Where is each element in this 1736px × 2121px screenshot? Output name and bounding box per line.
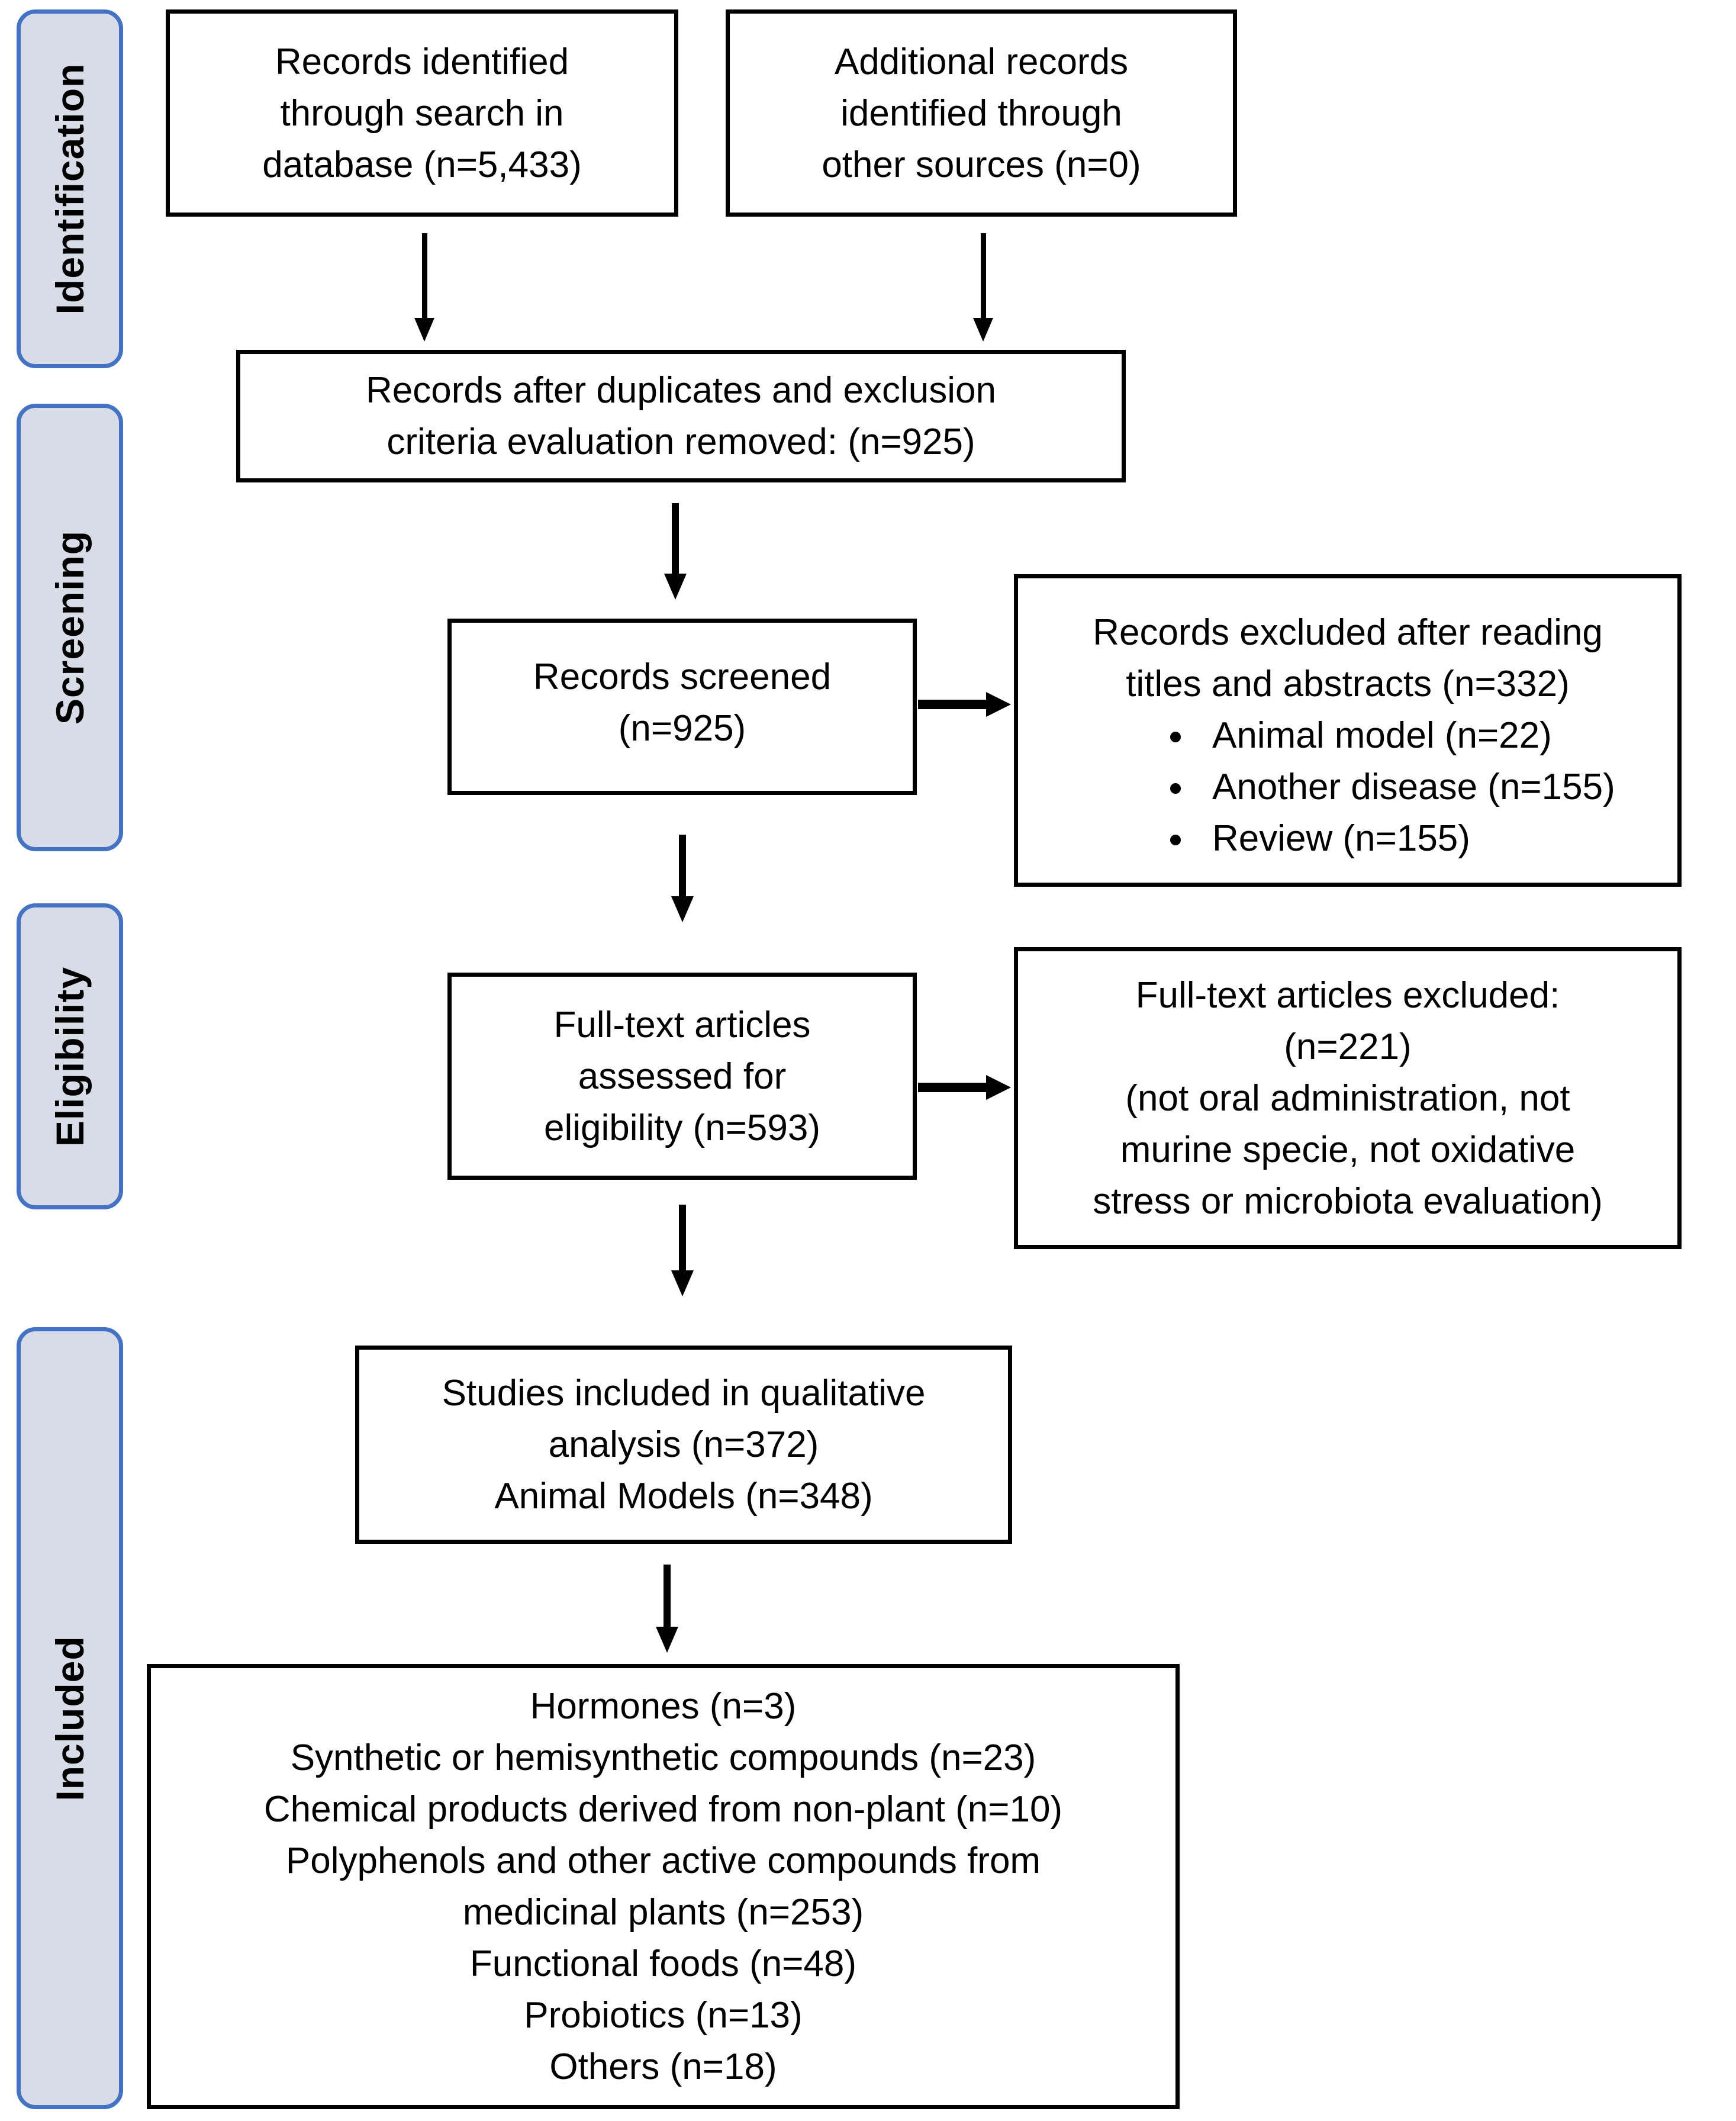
box-records-screened-text: Records screened (n=925) (533, 656, 832, 749)
stage-identification: Identification (17, 9, 123, 368)
stage-included-label: Included (48, 1635, 92, 1801)
box-records-screened: Records screened (n=925) (447, 619, 917, 795)
arrow-shaft (980, 233, 986, 318)
down-arrow-additional-to-duplicates (973, 233, 993, 342)
right-arrow-screened-to-excluded (918, 692, 1011, 717)
right-arrow-fulltext-to-excluded (918, 1075, 1011, 1100)
stage-eligibility-label: Eligibility (48, 966, 92, 1147)
box-qualitative-included: Studies included in qualitative analysis… (355, 1346, 1012, 1544)
arrow-head (671, 896, 694, 922)
arrow-shaft (918, 1083, 986, 1092)
excluded-reason-another-disease: Another disease (n=155) (1196, 761, 1654, 813)
down-arrow-duplicates-to-screened (664, 503, 687, 600)
box-after-duplicates-text: Records after duplicates and exclusion c… (366, 370, 996, 462)
stage-eligibility: Eligibility (17, 903, 123, 1209)
box-fulltext-assessed-text: Full-text articles assessed for eligibil… (544, 1004, 820, 1148)
arrow-head (986, 1075, 1011, 1100)
arrow-head (664, 574, 687, 600)
box-included-categories-text: Hormones (n=3) Synthetic or hemisyntheti… (263, 1686, 1063, 2087)
box-records-identified-text: Records identified through search in dat… (262, 41, 582, 185)
stage-screening: Screening (17, 404, 123, 851)
down-arrow-fulltext-to-qualitative (671, 1205, 694, 1296)
arrow-shaft (679, 1205, 686, 1270)
stage-screening-label: Screening (48, 530, 92, 725)
arrow-shaft (672, 503, 679, 574)
excluded-reason-review: Review (n=155) (1196, 813, 1654, 864)
box-additional-records-text: Additional records identified through ot… (822, 41, 1141, 185)
stage-identification-label: Identification (48, 63, 92, 315)
box-fulltext-excluded-text: Full-text articles excluded: (n=221) (no… (1093, 974, 1603, 1222)
box-after-duplicates: Records after duplicates and exclusion c… (236, 350, 1126, 482)
down-arrow-screened-to-fulltext (671, 835, 694, 922)
arrow-head (656, 1627, 678, 1653)
down-arrow-identified-to-duplicates (414, 233, 434, 342)
arrow-head (973, 318, 993, 342)
arrow-head (414, 318, 434, 342)
box-records-identified: Records identified through search in dat… (166, 9, 678, 217)
box-records-excluded-title: Records excluded after reading titles an… (1093, 612, 1603, 704)
box-additional-records: Additional records identified through ot… (726, 9, 1237, 217)
excluded-reasons-list: Animal model (n=22) Another disease (n=1… (1018, 710, 1677, 864)
down-arrow-qualitative-to-categories (656, 1565, 678, 1653)
arrow-shaft (664, 1565, 671, 1627)
arrow-head (671, 1270, 694, 1296)
stage-included: Included (17, 1327, 123, 2109)
box-included-categories: Hormones (n=3) Synthetic or hemisyntheti… (147, 1664, 1180, 2109)
box-fulltext-assessed: Full-text articles assessed for eligibil… (447, 973, 917, 1180)
excluded-reason-animal-model: Animal model (n=22) (1196, 710, 1654, 761)
arrow-shaft (918, 700, 986, 709)
box-qualitative-included-text: Studies included in qualitative analysis… (442, 1373, 926, 1517)
box-records-excluded-screening: Records excluded after reading titles an… (1014, 574, 1682, 887)
box-fulltext-excluded: Full-text articles excluded: (n=221) (no… (1014, 947, 1682, 1249)
arrow-shaft (421, 233, 427, 318)
arrow-shaft (679, 835, 686, 896)
arrow-head (986, 692, 1011, 717)
